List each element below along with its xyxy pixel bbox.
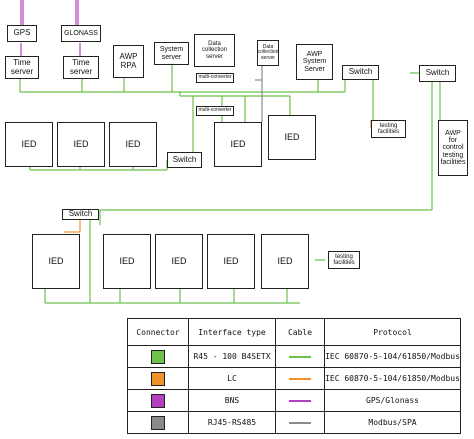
legend-cable-cell [275, 411, 325, 434]
legend-header-connector: Connector [127, 318, 189, 346]
switch-rack-lower: Switch [62, 209, 99, 220]
ied-label: IED [171, 255, 187, 266]
time-server-2: Time server [63, 56, 99, 79]
legend-header-cable: Cable [275, 318, 325, 346]
cable-swatch-ethernet [289, 355, 311, 358]
switch-1-label: Switch [348, 67, 373, 77]
legend-connector-cell [127, 389, 189, 412]
legend-cable-cell [275, 389, 325, 412]
legend-interface: LC [188, 367, 276, 390]
legend-interface: R45 - 100 B4SETX [188, 345, 276, 368]
gps-label: GPS [13, 28, 31, 38]
ied-lower-1: IED [32, 234, 80, 289]
switch-top-1: Switch [342, 65, 379, 80]
switch-3-label: Switch [172, 154, 197, 164]
testing-facilities-lower: testing facilities [328, 251, 360, 269]
testing-facilities-1-label: testing facilities [377, 122, 400, 135]
connector-swatch-rs485 [151, 415, 165, 430]
testing-facilities-upper: testing facilities [371, 120, 406, 138]
legend-connector-cell [127, 367, 189, 390]
ied-upper-2: IED [57, 122, 105, 167]
ied-label: IED [223, 255, 239, 266]
connector-swatch-bns [151, 393, 165, 408]
ied-label: IED [125, 138, 141, 149]
legend-connector-cell [127, 411, 189, 434]
ied-lower-2: IED [103, 234, 151, 289]
ied-lower-3: IED [155, 234, 203, 289]
legend-protocol: IEC 60870-5-104/61850/Modbus [324, 345, 461, 368]
cable-swatch-optic [289, 377, 311, 380]
legend-row: LC IEC 60870-5-104/61850/Modbus [127, 367, 461, 390]
connector-swatch-ethernet [151, 349, 165, 364]
data-collection-server-2: Data collection server [257, 40, 279, 66]
awp-system-server-label: AWP System Server [302, 50, 327, 73]
data-collection-1-label: Data collection server [201, 41, 227, 60]
legend-interface: RJ45-RS485 [188, 411, 276, 434]
awp-system-server: AWP System Server [296, 44, 333, 80]
rs485-lines [255, 66, 263, 122]
legend-protocol: IEC 60870-5-104/61850/Modbus [324, 367, 461, 390]
legend-header-interface: Interface type [188, 318, 276, 346]
time-server-1-label: Time server [10, 58, 34, 76]
legend-row: RJ45-RS485 Modbus/SPA [127, 411, 461, 434]
time-server-2-label: Time server [69, 58, 93, 76]
legend-connector-cell [127, 345, 189, 368]
ied-upper-5: IED [268, 115, 316, 160]
multi-converter-1-label: multi-converter [198, 74, 232, 81]
ied-upper-4: IED [214, 122, 262, 167]
system-server-label: System server [159, 46, 184, 61]
switch-4-label: Switch [68, 209, 93, 219]
cable-swatch-bns [289, 399, 311, 402]
ied-label: IED [73, 138, 89, 149]
data-collection-2-label: Data collection server [257, 44, 279, 61]
legend-cable-cell [275, 345, 325, 368]
legend-header-protocol: Protocol [324, 318, 461, 346]
time-server-1: Time server [5, 56, 39, 79]
multi-converter-1: multi-converter [196, 73, 234, 83]
connector-swatch-optic [151, 371, 165, 386]
glonass-label: GLONASS [64, 29, 98, 37]
legend-interface: BNS [188, 389, 276, 412]
ied-lower-4: IED [207, 234, 255, 289]
ied-label: IED [284, 131, 300, 142]
ied-label: IED [21, 138, 37, 149]
awp-control-testing: AWP for control testing facilities [438, 120, 468, 176]
data-collection-server-1: Data collection server [194, 34, 235, 67]
legend-header-row: Connector Interface type Cable Protocol [127, 318, 461, 346]
awp-rpa: AWP RPA [113, 45, 144, 78]
ied-label: IED [48, 255, 64, 266]
legend-protocol: GPS/Glonass [324, 389, 461, 412]
multi-converter-2-label: multi-converter [198, 107, 232, 114]
switch-top-2: Switch [419, 65, 456, 82]
legend-cable-cell [275, 367, 325, 390]
cable-swatch-rs485 [289, 421, 311, 424]
glonass-receiver: GLONASS [61, 25, 101, 42]
ied-lower-5: IED [261, 234, 309, 289]
testing-facilities-2-label: testing facilities [333, 253, 355, 266]
system-server: System server [154, 42, 189, 65]
ied-upper-1: IED [5, 122, 53, 167]
ied-label: IED [230, 138, 246, 149]
ied-label: IED [119, 255, 135, 266]
legend-row: BNS GPS/Glonass [127, 389, 461, 412]
multi-converter-2: multi-converter [196, 106, 234, 116]
top-ethernet-bus [19, 65, 441, 304]
switch-rack-upper: Switch [167, 152, 202, 168]
legend-row: R45 - 100 B4SETX IEC 60870-5-104/61850/M… [127, 345, 461, 368]
gps-receiver: GPS [7, 25, 37, 42]
awp-rpa-label: AWP RPA [119, 52, 138, 70]
legend-protocol: Modbus/SPA [324, 411, 461, 434]
legend-table: Connector Interface type Cable Protocol … [127, 318, 461, 434]
awp-control-label: AWP for control testing facilities [440, 129, 466, 167]
ied-upper-3: IED [109, 122, 157, 167]
ied-label: IED [277, 255, 293, 266]
switch-2-label: Switch [425, 68, 450, 78]
